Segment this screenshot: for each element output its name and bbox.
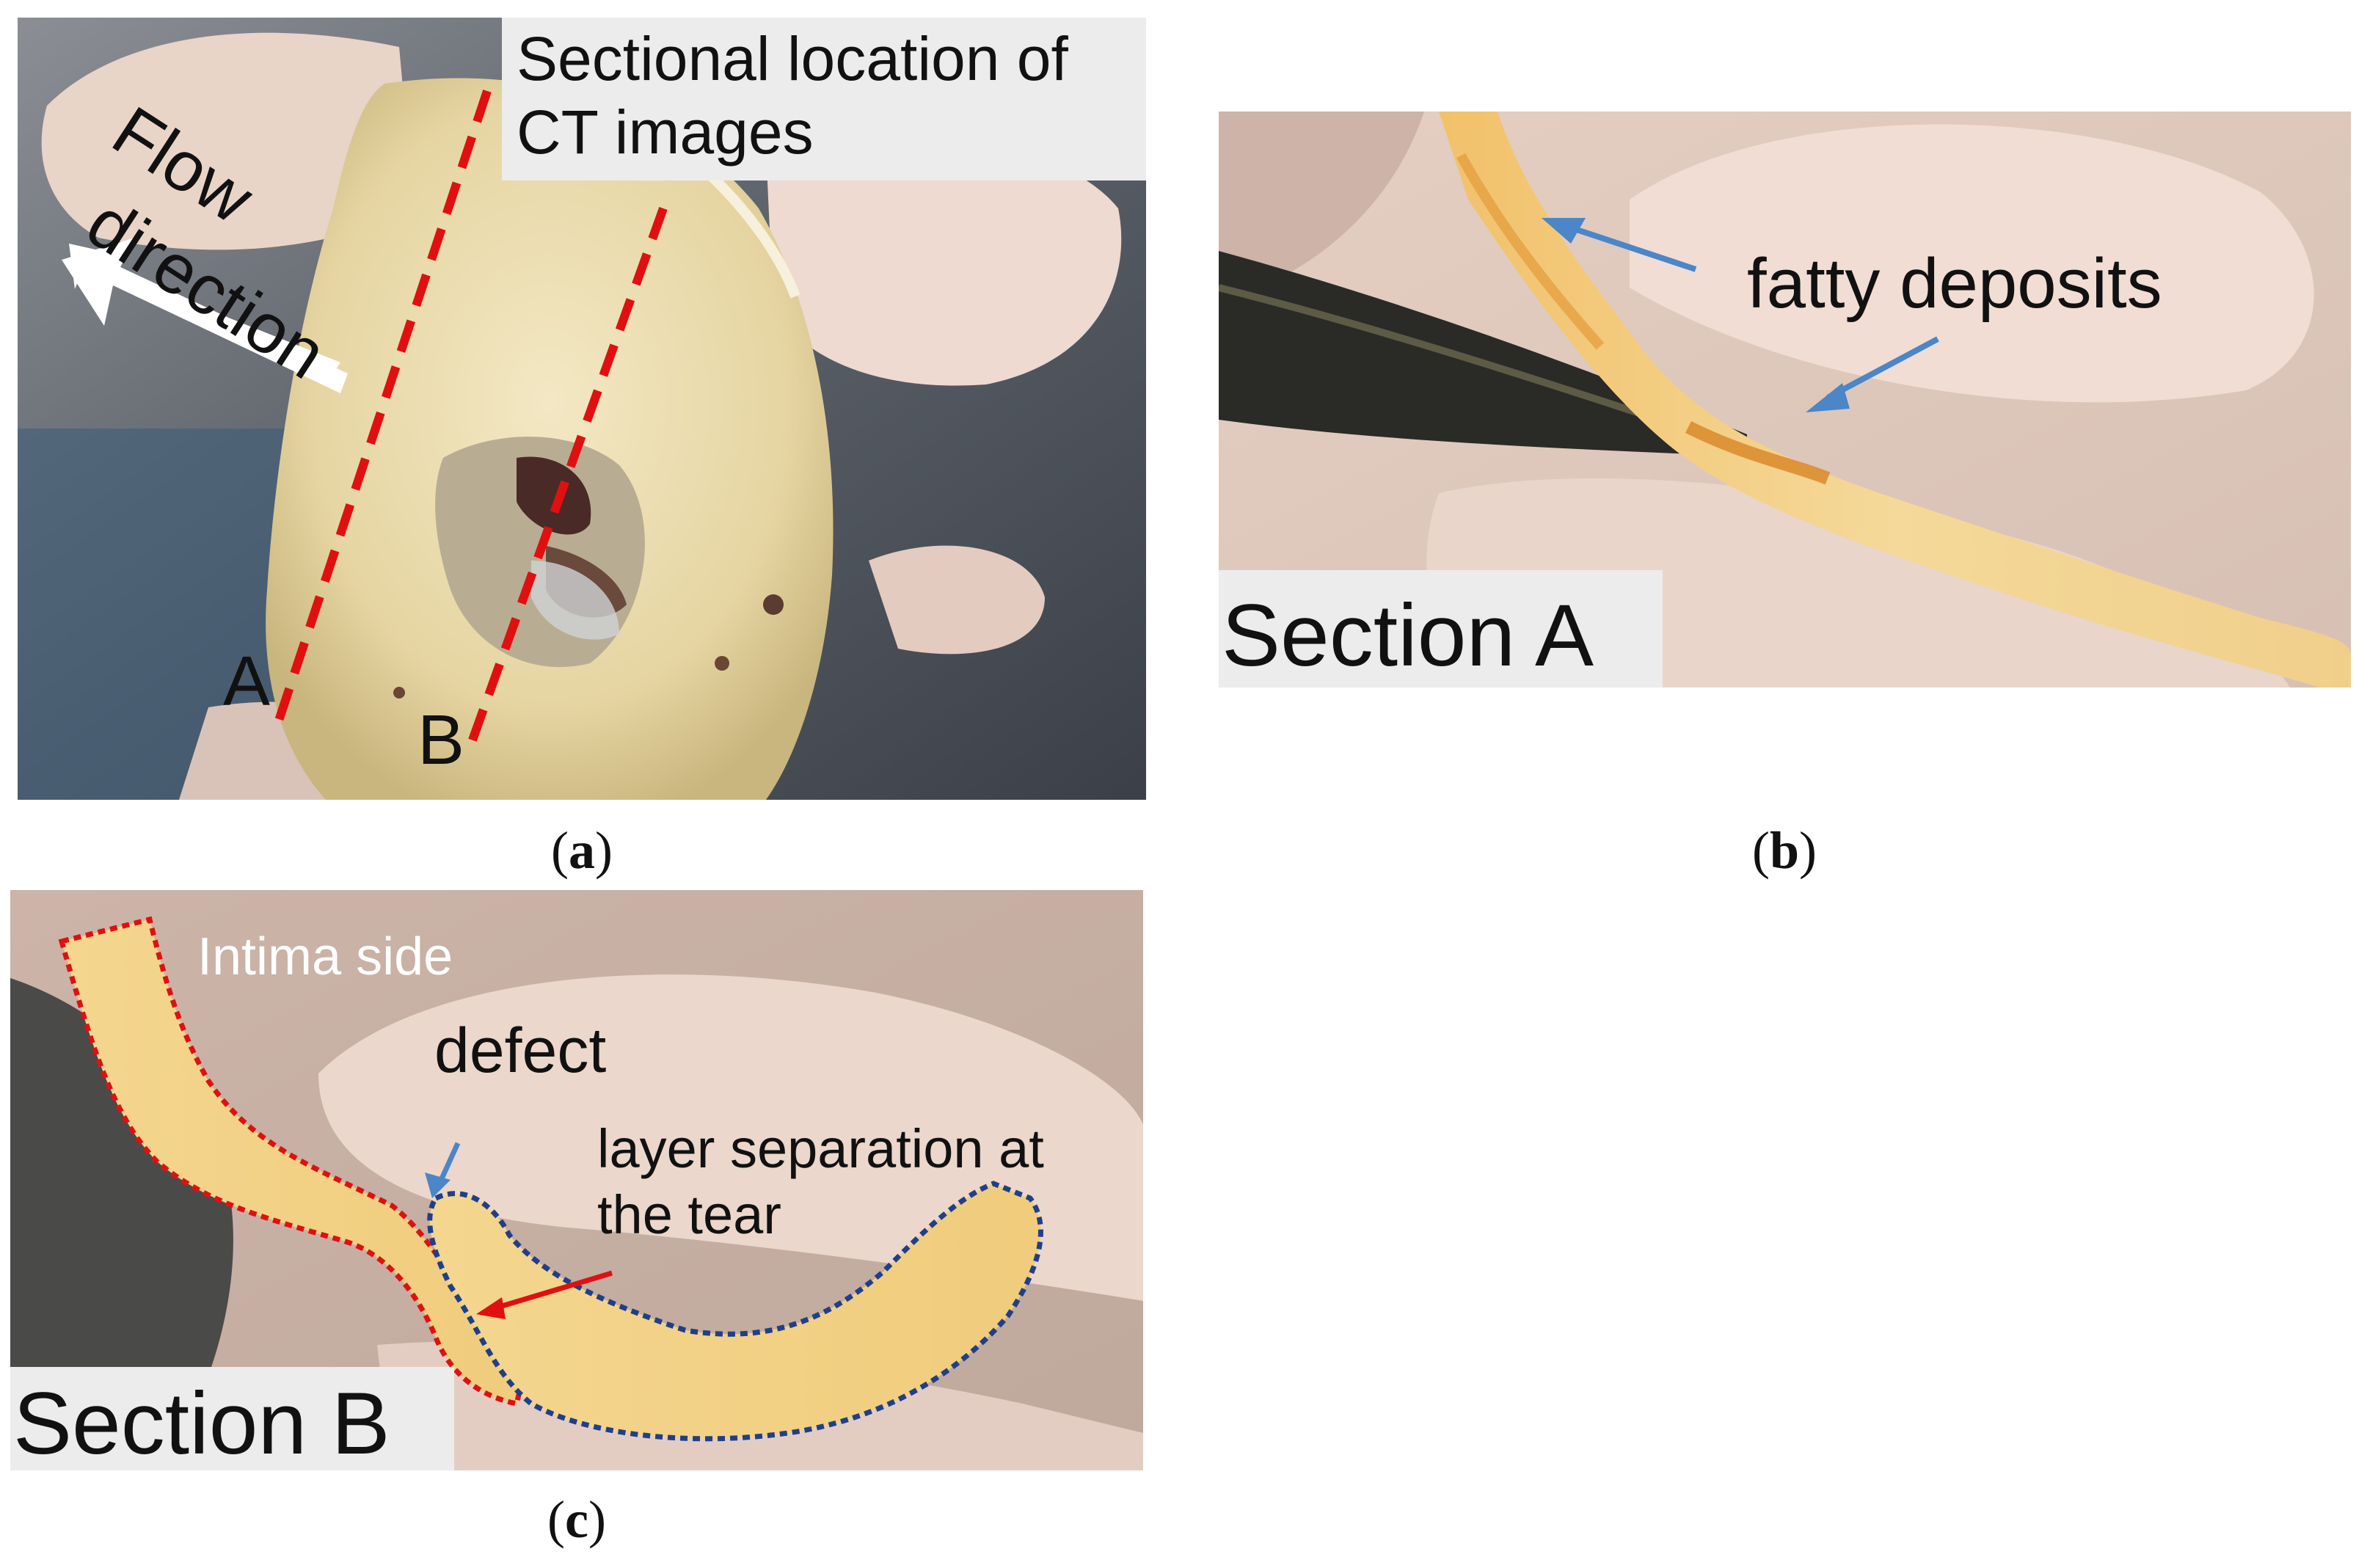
spot-3 [763,594,784,615]
layer-separation-line1: layer separation at [597,1118,1044,1179]
separation-arrow-head [476,1297,506,1319]
glove-finger-bottom [869,545,1045,654]
separation-arrow [493,1270,613,1311]
glove-finger-c [318,974,1143,1301]
exposed-layer [531,561,619,640]
caption-a: (a) [551,821,613,880]
defect-label: defect [434,1015,607,1086]
layer-separation-line2: the tear [597,1184,781,1245]
fatty-arrow-1 [1562,222,1697,272]
media-adventitia-layer [427,1181,1043,1442]
fatty-arrow-2-head [1806,383,1850,412]
glove-shadow-left [1219,112,1424,302]
section-a-label: Section A [1219,570,1663,688]
fatty-arrow-1-head [1542,218,1586,244]
sectional-location-label: Sectional location of CT images [502,18,1146,180]
intima-flap [58,916,527,1407]
defect-arrow-head [425,1173,451,1198]
section-b-text: Section B [13,1374,390,1470]
sectional-location-line2: CT images [517,98,814,167]
caption-b: (b) [1751,821,1817,880]
fatty-deposits-label: fatty deposits [1747,244,2162,323]
section-b-label: Section B [10,1367,454,1470]
fat-streak-1 [1456,153,1605,350]
dark-spot-1 [517,456,591,535]
section-label-b: B [417,701,465,779]
sectional-location-line1: Sectional location of [517,24,1068,93]
flow-arrow-head [62,238,348,393]
aortic-wall-section [1439,112,2351,688]
spot-5 [393,687,405,699]
glove-finger-top [1630,124,2314,403]
panel-b-photo: fatty deposits Section A [1219,112,2351,688]
panel-a-photo: Sectional location of CT images Flow dir… [18,18,1146,800]
caption-c: (c) [547,1490,606,1549]
fatty-arrow-2 [1826,336,1939,401]
section-a-text: Section A [1222,586,1594,685]
forceps-highlight [1219,284,1704,438]
section-line-a [271,90,492,731]
spot-4 [715,656,729,671]
intima-side-label: Intima side [197,927,453,986]
fat-streak-2 [1685,420,1831,485]
defect-arrow [437,1142,461,1185]
panel-c-photo: Intima side defect layer separation at t… [10,890,1143,1470]
glove-finger-left [41,32,414,250]
section-label-a: A [223,642,271,721]
glove-finger-right [766,135,1122,386]
